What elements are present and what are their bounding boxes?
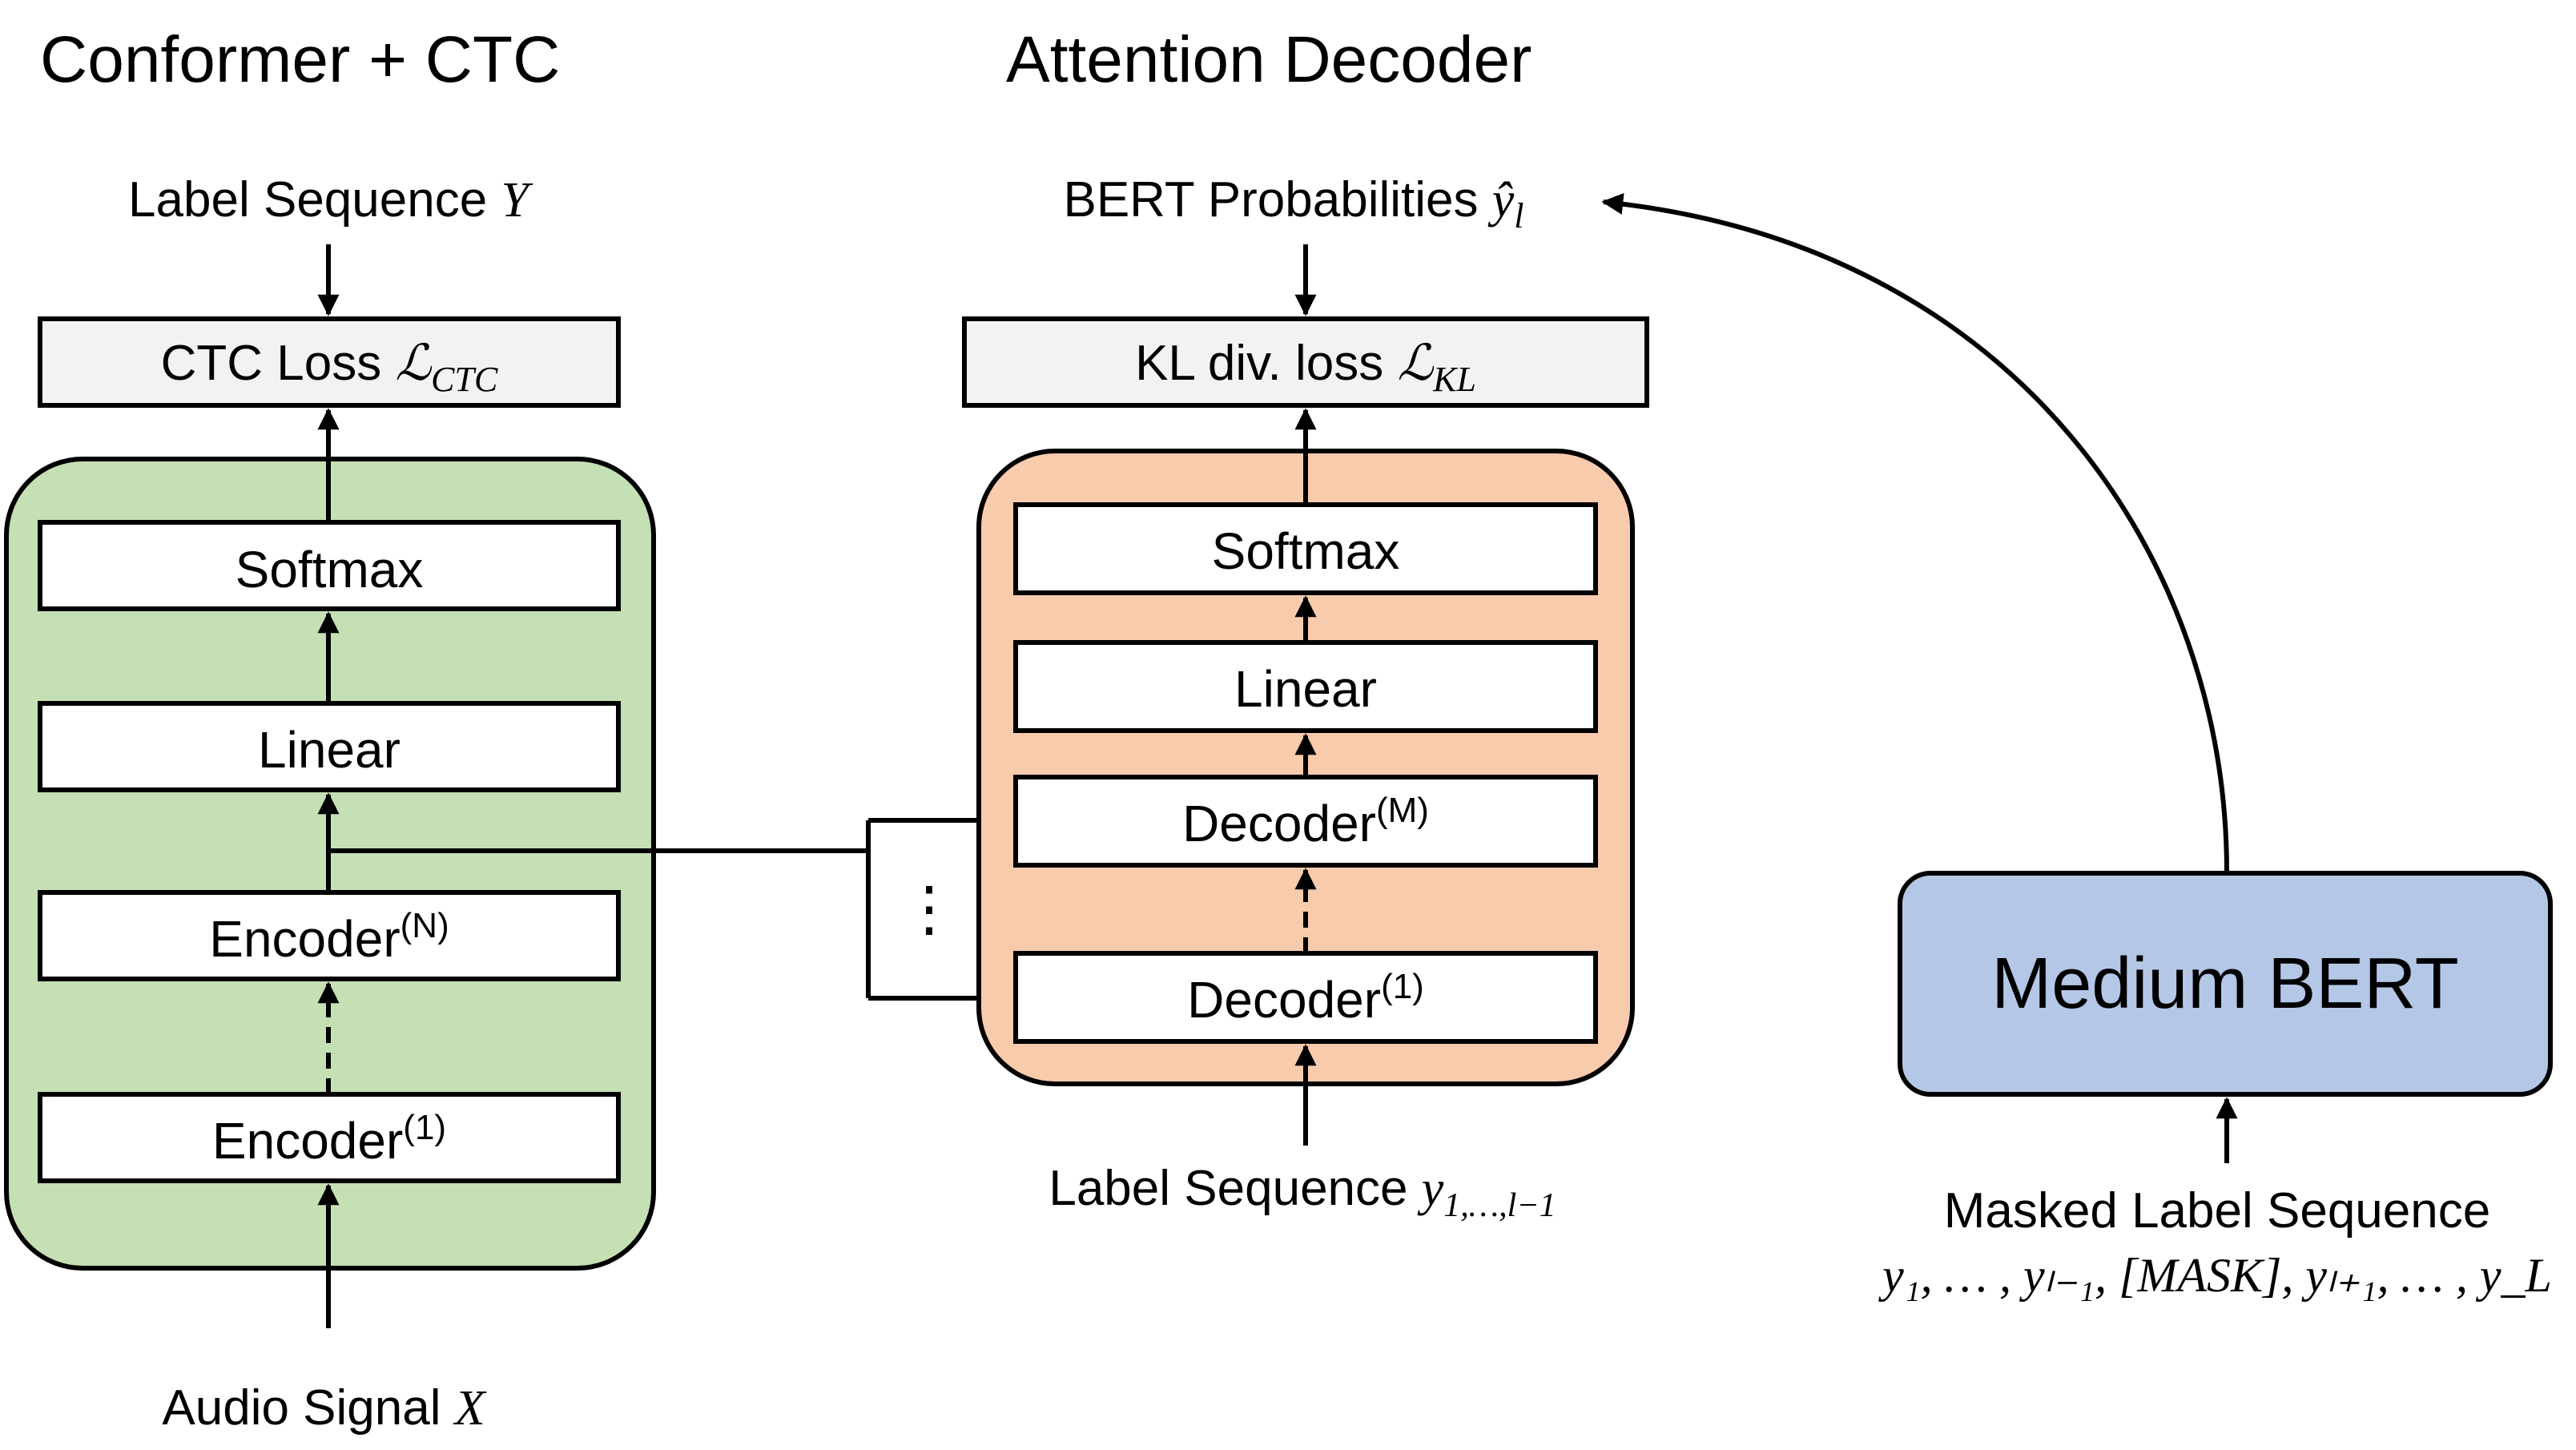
left-linear-label: Linear xyxy=(258,721,400,779)
conformer-ctc-title: Conformer + CTC xyxy=(40,23,560,96)
encoder-n-box xyxy=(38,890,621,981)
encoder-n-label: Encoder(N) xyxy=(209,906,449,968)
masked-label-sequence: Masked Label Sequence xyxy=(1944,1183,2490,1239)
kl-loss-label: KL div. loss ℒKL xyxy=(1135,336,1476,399)
left-output-label: Label Sequence Y xyxy=(128,172,533,228)
middle-softmax-label: Softmax xyxy=(1212,522,1400,580)
decoder-1-box xyxy=(1013,951,1598,1044)
middle-output-label: BERT Probabilities ŷl xyxy=(1063,172,1523,236)
middle-linear-label: Linear xyxy=(1234,660,1377,718)
arrow-bert-to-probabilities xyxy=(1601,193,2229,872)
decoder-ellipsis: ⋮ xyxy=(899,875,960,943)
decoder-input-label: Label Sequence y1,…,l−1 xyxy=(1049,1161,1556,1224)
encoder-1-box xyxy=(38,1092,621,1183)
decoder-1-label: Decoder(1) xyxy=(1187,967,1424,1029)
medium-bert-box xyxy=(1898,871,2553,1097)
encoder-1-label: Encoder(1) xyxy=(212,1108,446,1170)
audio-signal-label: Audio Signal X xyxy=(162,1380,486,1436)
masked-sequence-formula: y₁, … , yₗ₋₁, [MASK], yₗ₊₁, … , y_L xyxy=(1878,1249,2552,1302)
decoder-m-label: Decoder(M) xyxy=(1182,791,1429,852)
kl-loss-box xyxy=(962,316,1649,408)
ctc-loss-label: CTC Loss ℒCTC xyxy=(161,336,498,399)
middle-linear-box xyxy=(1013,640,1598,733)
left-softmax-box xyxy=(38,520,621,611)
attention-decoder-title: Attention Decoder xyxy=(1006,23,1532,96)
left-softmax-label: Softmax xyxy=(235,541,424,598)
left-linear-box xyxy=(38,701,621,792)
ctc-loss-box xyxy=(38,316,621,408)
decoder-m-box xyxy=(1013,775,1598,868)
medium-bert-label: Medium BERT xyxy=(1991,944,2459,1024)
middle-softmax-box xyxy=(1013,502,1598,595)
